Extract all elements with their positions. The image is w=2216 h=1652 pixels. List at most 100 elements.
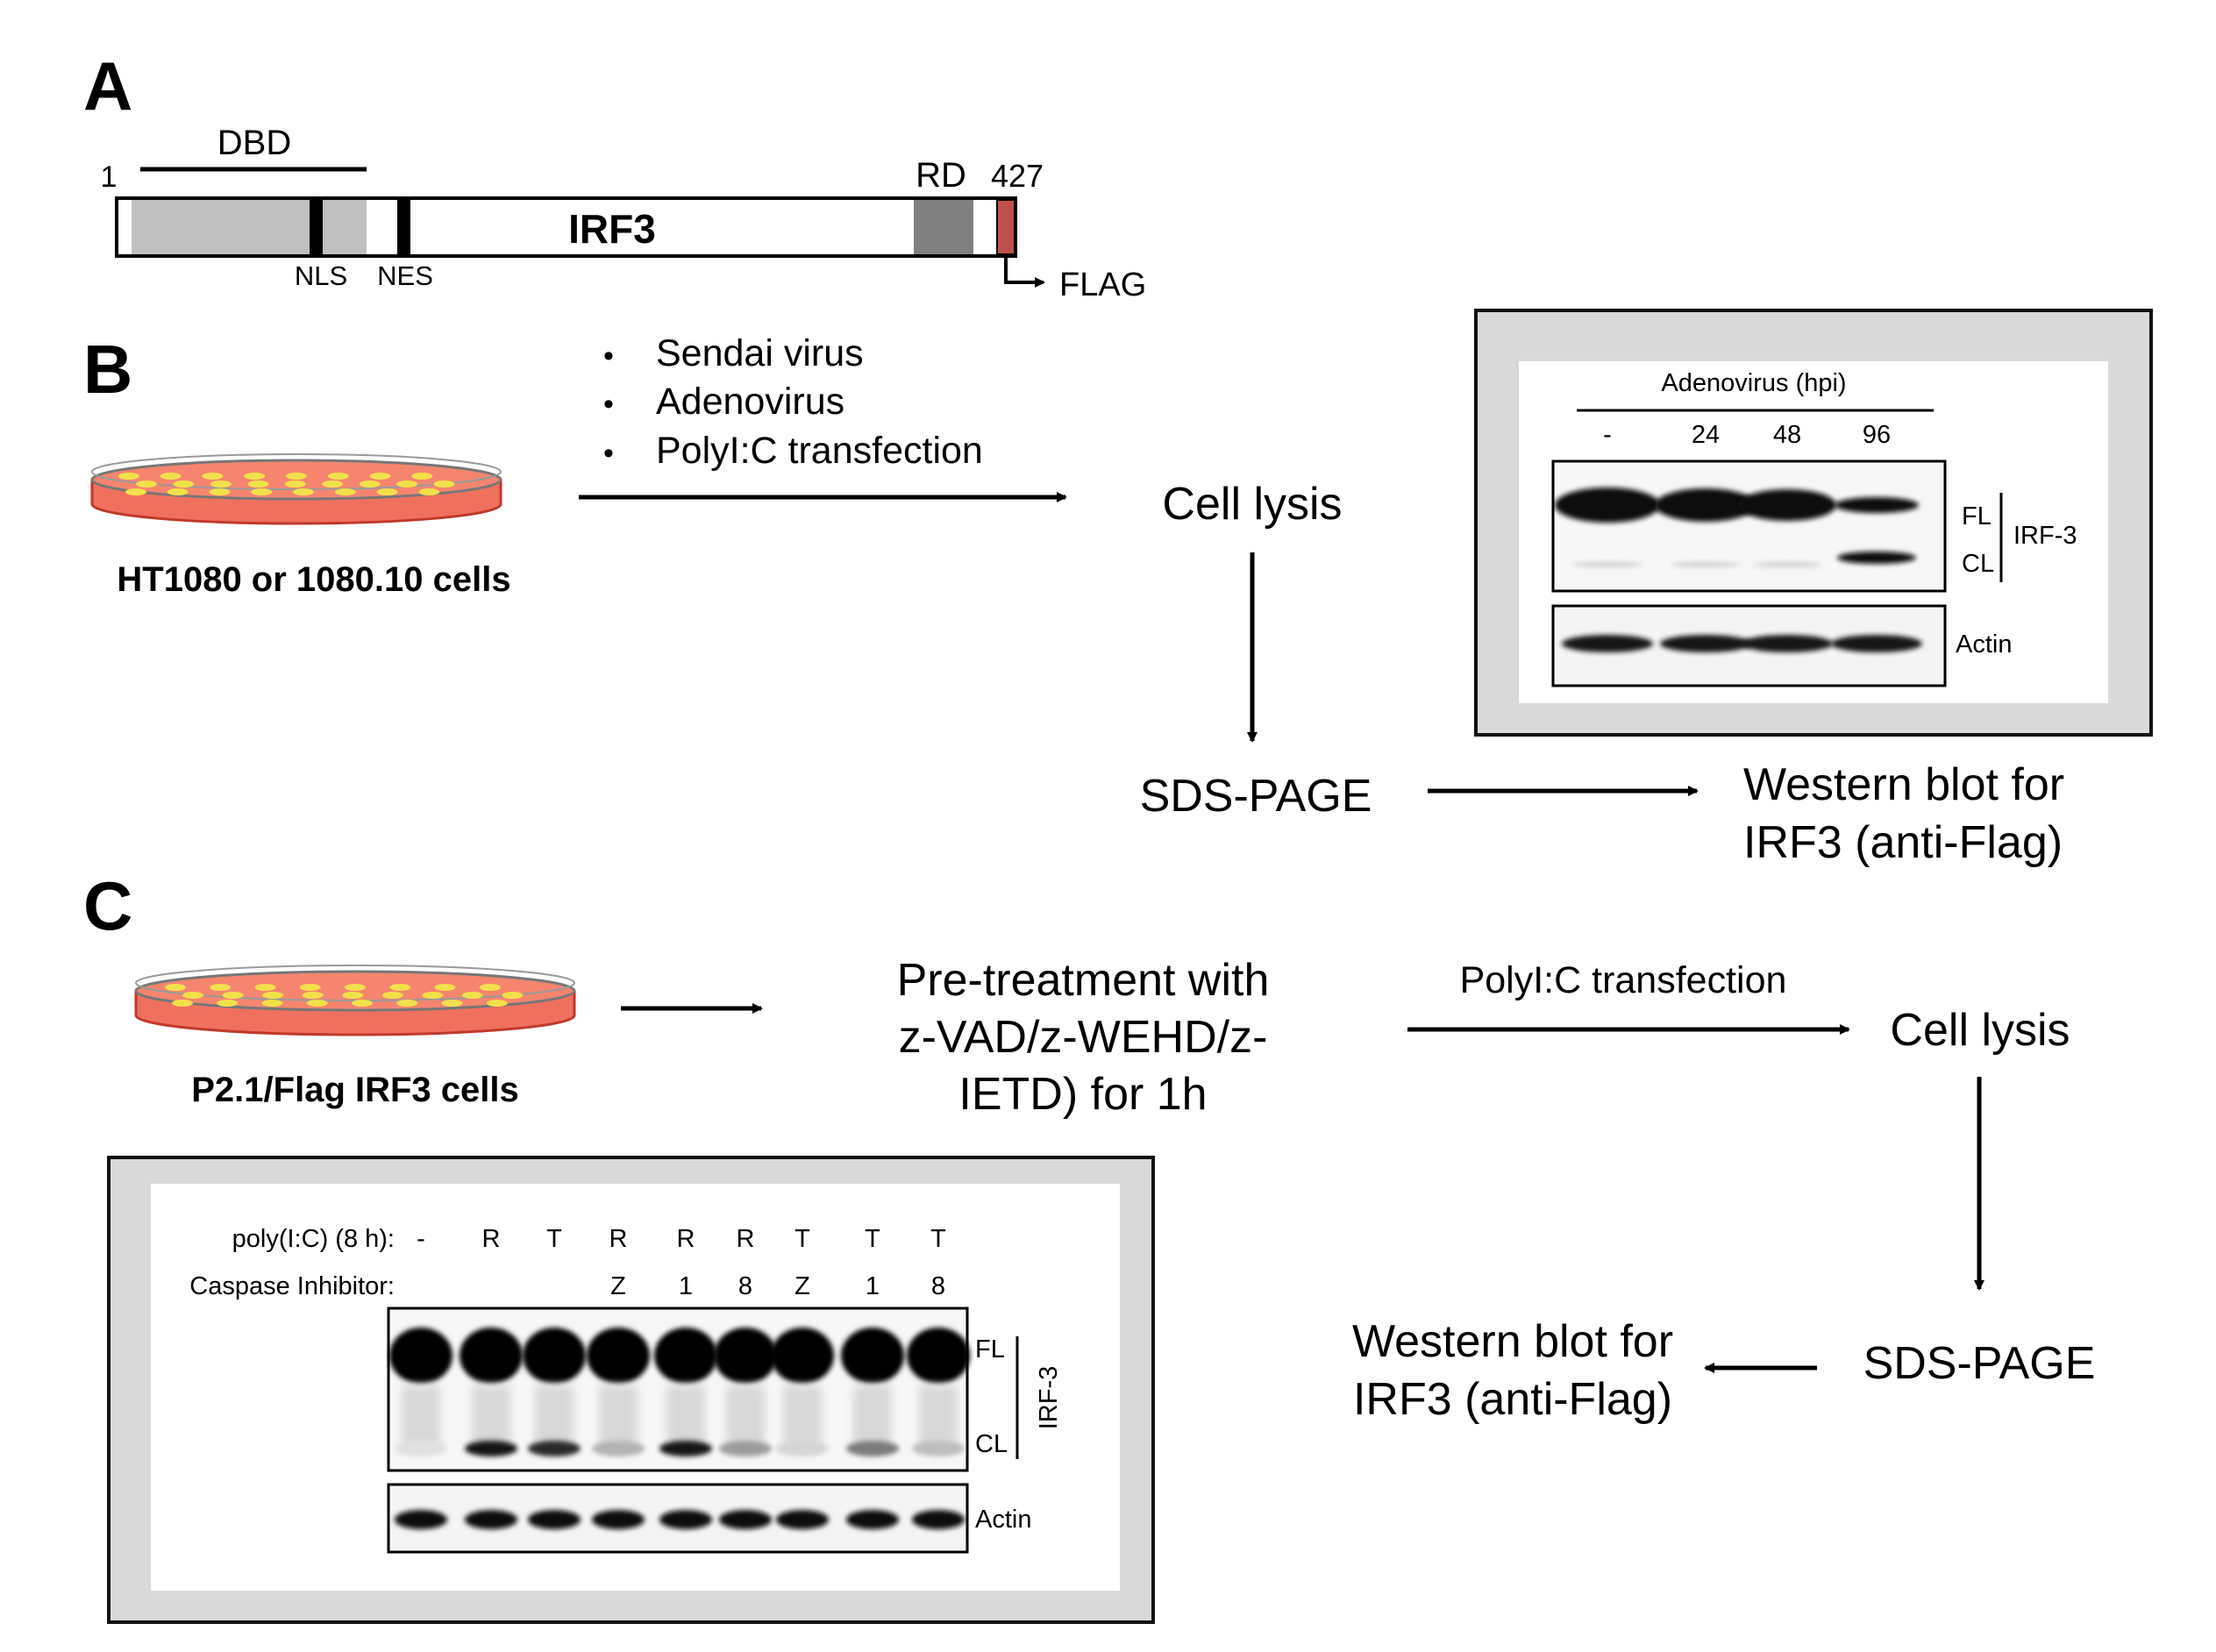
blot-c-actin-label: Actin: [975, 1506, 1031, 1534]
blot-c-treatment-label: R: [609, 1225, 628, 1253]
cell-dot: [160, 473, 182, 480]
cell-dot: [118, 473, 139, 480]
start-residue-label: 1: [101, 160, 118, 194]
rd-region: [914, 200, 973, 254]
dbd-region: [132, 200, 367, 254]
nls-label: NLS: [295, 260, 347, 291]
actin-band: [1831, 635, 1922, 652]
actin-band: [776, 1510, 829, 1529]
cell-dot: [172, 1000, 193, 1007]
blot-c-treatment-label: T: [546, 1225, 562, 1253]
panel-b: B HT1080 or 1080.10 cells • Sendai virus…: [83, 309, 2153, 868]
actin-band: [912, 1510, 965, 1529]
cell-dot: [381, 992, 403, 999]
cell-dot: [210, 984, 232, 991]
actin-band: [1562, 635, 1653, 652]
blot-c-row1-label: poly(I:C) (8 h):: [232, 1225, 395, 1253]
panel-c-letter: C: [83, 867, 132, 944]
blot-b-fl-label: FL: [1962, 502, 1992, 530]
bullet: •: [603, 437, 614, 470]
blot-c-cl-label: CL: [975, 1430, 1008, 1458]
cl-band: [846, 1441, 899, 1456]
cl-band: [528, 1441, 581, 1456]
cl-band: [659, 1441, 712, 1456]
cell-dot: [434, 984, 456, 991]
blot-c-row2-label: Caspase Inhibitor:: [189, 1272, 395, 1300]
cell-dot: [254, 984, 276, 991]
smear: [666, 1385, 705, 1447]
cell-dot: [247, 481, 269, 488]
petri-dish-c: [134, 965, 576, 1036]
actin-band: [846, 1510, 899, 1529]
cells-label-c: P2.1/Flag IRF3 cells: [191, 1071, 519, 1109]
blot-b-irf3-label: IRF-3: [2013, 522, 2077, 550]
blot-c-inhibitor-label: Z: [610, 1272, 626, 1300]
fl-band: [714, 1328, 777, 1384]
flag-arrow: [1004, 256, 1045, 288]
bullet: •: [603, 339, 614, 373]
western-c-line1: Western blot for: [1352, 1316, 1673, 1367]
petri-dish-b: [90, 453, 502, 525]
cl-band-faint: [1671, 562, 1741, 567]
actin-band: [465, 1510, 517, 1529]
panel-c: C P2.1/Flag IRF3 cells Pre-treatment wit…: [83, 867, 2095, 1624]
panel-a-letter: A: [83, 47, 132, 125]
cell-dot: [251, 488, 273, 495]
blot-c-treatment-label: R: [482, 1225, 501, 1253]
actin-band: [592, 1510, 645, 1529]
western-b-line2: IRF3 (anti-Flag): [1743, 817, 2063, 868]
cell-dots: [118, 473, 455, 495]
blot-c-inhibitor-label: 8: [738, 1272, 752, 1300]
blot-c-inhibitor-label: 8: [931, 1272, 945, 1300]
pretreat-line3: IETD) for 1h: [958, 1069, 1207, 1120]
transfection-label-c: PolyI:C transfection: [1460, 959, 1787, 1001]
blot-c-treatment-label: T: [865, 1225, 880, 1253]
western-b-line1: Western blot for: [1743, 759, 2064, 810]
cell-dot: [306, 1000, 328, 1007]
cell-dot: [479, 984, 501, 991]
cl-band: [1837, 552, 1916, 564]
smear: [853, 1385, 892, 1447]
panel-b-letter: B: [83, 331, 132, 408]
cell-dot: [352, 1000, 373, 1007]
actin-band: [1660, 635, 1751, 652]
smear: [472, 1385, 510, 1447]
actin-band: [719, 1510, 772, 1529]
cell-lysis-b: Cell lysis: [1162, 479, 1342, 530]
blot-b-membrane: [1551, 459, 1947, 593]
cell-dot: [389, 984, 411, 991]
cell-dot: [422, 992, 444, 999]
blot-b-cl-label: CL: [1962, 550, 1994, 578]
blot-c-treatment-label: R: [737, 1225, 755, 1253]
cell-dot: [244, 473, 266, 480]
cell-dot: [135, 481, 157, 488]
fl-band: [460, 1328, 523, 1384]
blot-b-lane-label: 48: [1773, 421, 1801, 449]
cell-dot: [262, 992, 284, 999]
fl-band: [771, 1328, 834, 1384]
fl-band: [1835, 497, 1919, 513]
cell-dot: [217, 1000, 239, 1007]
fl-band: [654, 1328, 717, 1384]
cl-band: [912, 1441, 965, 1456]
fl-band: [587, 1328, 650, 1384]
western-c-line2: IRF3 (anti-Flag): [1353, 1374, 1672, 1425]
cl-band: [776, 1441, 829, 1456]
flag-label: FLAG: [1059, 267, 1146, 303]
cell-dot: [167, 488, 189, 495]
dbd-label: DBD: [217, 124, 291, 162]
smear: [535, 1385, 574, 1447]
cell-dot: [125, 488, 146, 495]
smear: [919, 1385, 958, 1447]
cell-dot: [418, 488, 440, 495]
cl-band: [719, 1441, 772, 1456]
treatment-item: PolyI:C transfection: [656, 430, 983, 472]
blot-c-treatment-label: T: [794, 1225, 810, 1253]
smear: [783, 1385, 822, 1447]
blot-b-actin-label: Actin: [1956, 630, 2012, 659]
cl-band: [592, 1441, 645, 1456]
